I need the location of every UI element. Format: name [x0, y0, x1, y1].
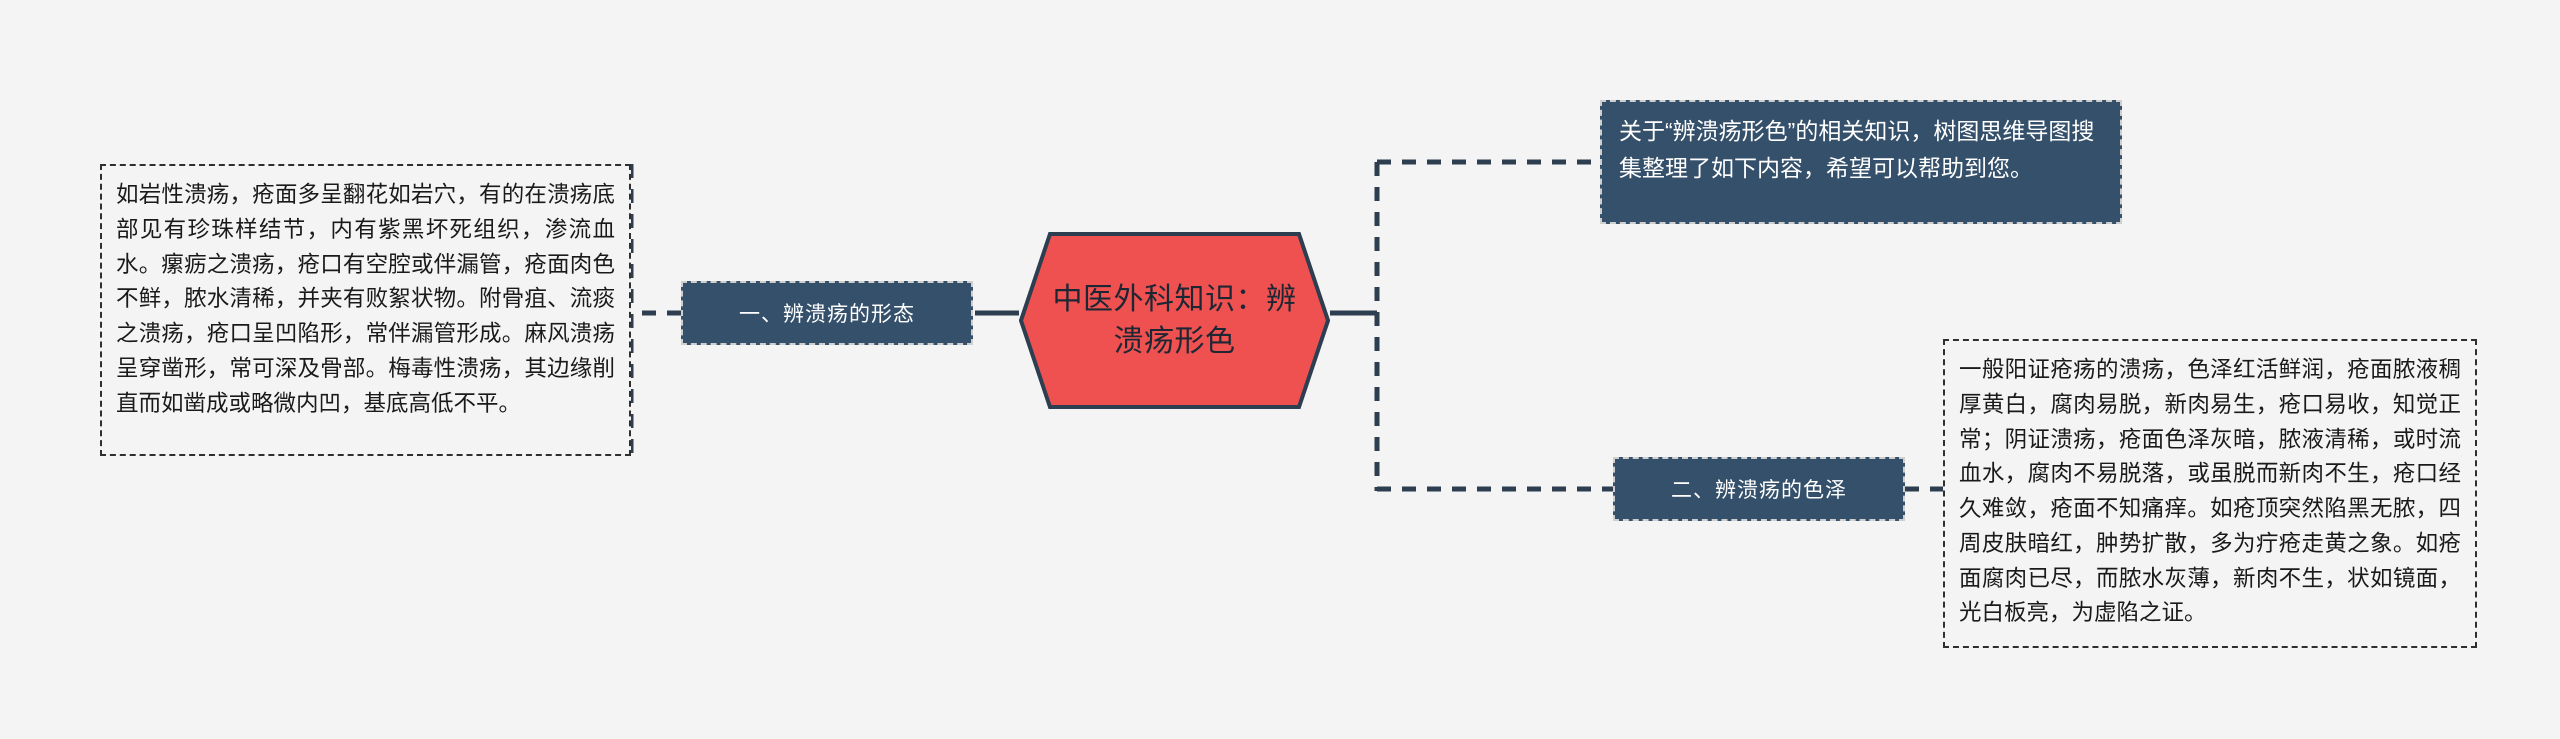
- info-box-text: 关于“辨溃疡形色”的相关知识，树图思维导图搜集整理了如下内容，希望可以帮助到您。: [1619, 118, 2095, 182]
- detail-left-text: 如岩性溃疡，疮面多呈翻花如岩穴，有的在溃疡底部见有珍珠样结节，内有紫黑坏死组织，…: [116, 182, 615, 416]
- branch-2-label: 二、辨溃疡的色泽: [1671, 479, 1847, 502]
- detail-box-ulcer-color: 一般阳证疮疡的溃疡，色泽红活鲜润，疮面脓液稠厚黄白，腐肉易脱，新肉易生，疮口易收…: [1943, 339, 2477, 648]
- branch-node-ulcer-form[interactable]: 一、辨溃疡的形态: [681, 281, 973, 345]
- branch-1-label: 一、辨溃疡的形态: [739, 303, 915, 326]
- root-node-topic[interactable]: 中医外科知识：辨溃疡形色: [1019, 232, 1330, 409]
- info-box-intro: 关于“辨溃疡形色”的相关知识，树图思维导图搜集整理了如下内容，希望可以帮助到您。: [1600, 100, 2122, 224]
- detail-box-ulcer-form: 如岩性溃疡，疮面多呈翻花如岩穴，有的在溃疡底部见有珍珠样结节，内有紫黑坏死组织，…: [100, 164, 631, 456]
- root-node-label: 中医外科知识：辨溃疡形色: [1052, 283, 1297, 358]
- branch-node-ulcer-color[interactable]: 二、辨溃疡的色泽: [1613, 457, 1905, 521]
- detail-right-text: 一般阳证疮疡的溃疡，色泽红活鲜润，疮面脓液稠厚黄白，腐肉易脱，新肉易生，疮口易收…: [1959, 357, 2461, 626]
